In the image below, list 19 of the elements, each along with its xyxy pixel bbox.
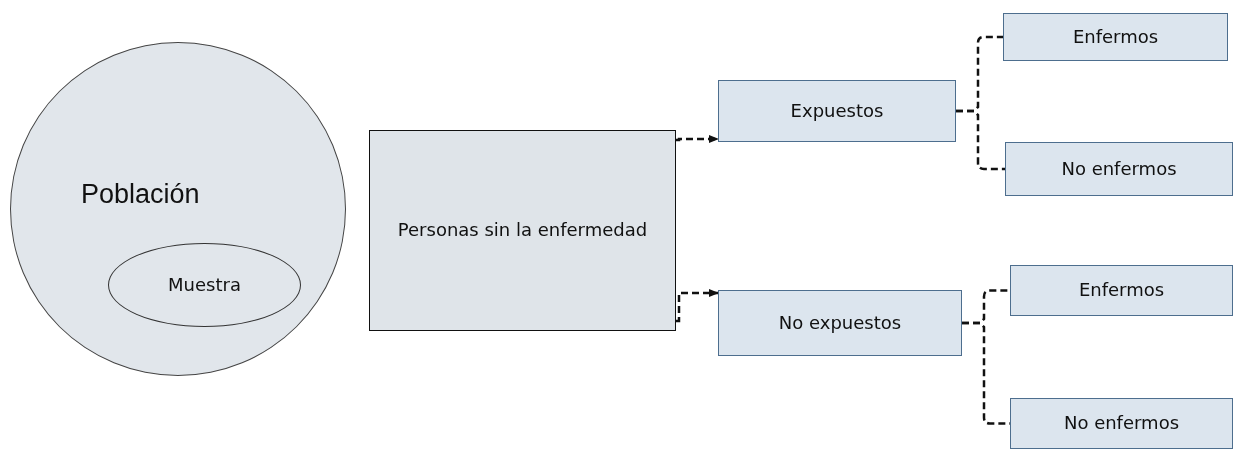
node-label: Enfermos	[1077, 278, 1166, 303]
outcome-box	[1010, 398, 1233, 449]
connector	[676, 135, 719, 143]
connector	[676, 289, 719, 323]
outcome-box	[1003, 13, 1228, 61]
outcome-box	[1005, 142, 1233, 196]
node-label: Enfermos	[1071, 24, 1160, 49]
node-label: Personas sin la enfermedad	[396, 218, 649, 243]
node-label: Muestra	[167, 272, 242, 297]
node-label: No enfermos	[1060, 156, 1178, 181]
group-box	[718, 290, 962, 356]
node-label: No enfermos	[1062, 411, 1181, 436]
group-box	[718, 80, 956, 142]
outcome-box	[1010, 265, 1233, 316]
process-box	[369, 130, 676, 331]
connector	[956, 109, 1005, 171]
node-label: Expuestos	[789, 98, 885, 123]
node-label: Población	[80, 178, 201, 211]
node-label: No expuestos	[777, 310, 903, 335]
